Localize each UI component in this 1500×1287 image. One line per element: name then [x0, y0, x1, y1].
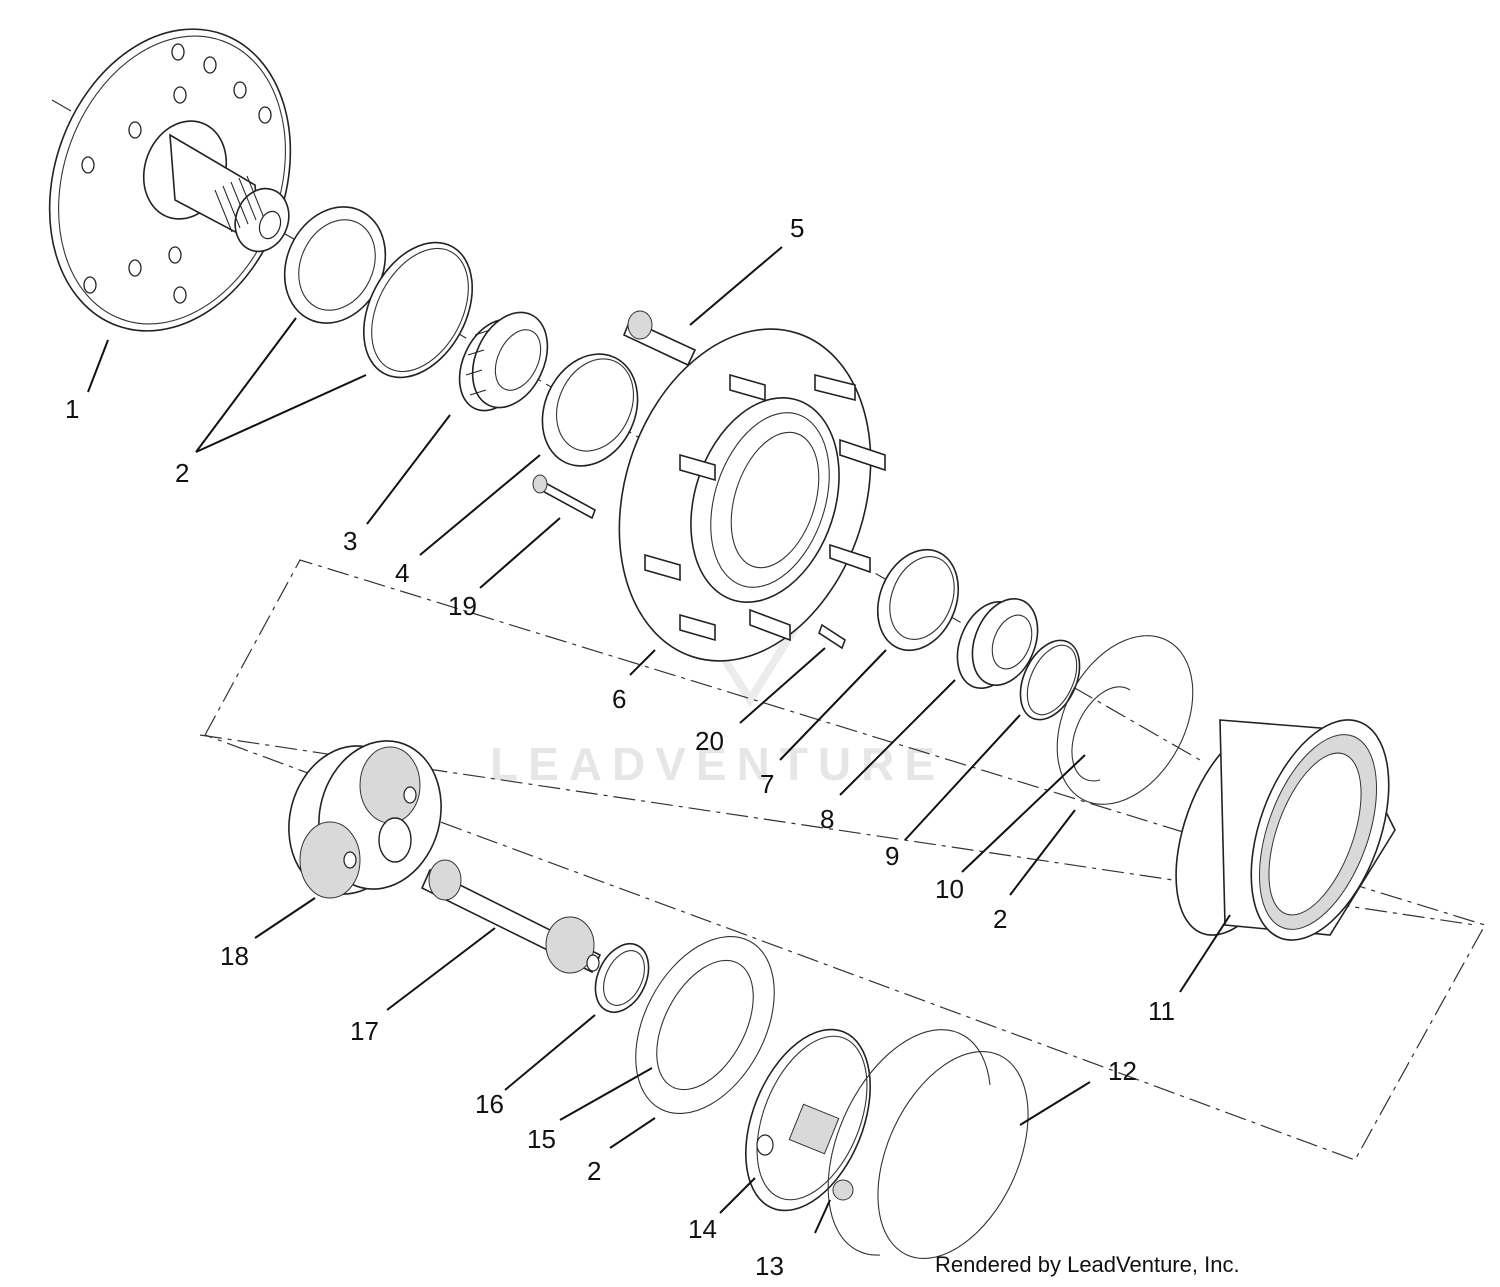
- callout-4: 4: [395, 558, 409, 588]
- part-15-spacer: [635, 935, 775, 1115]
- callout-2-upper: 2: [175, 458, 189, 488]
- callout-15: 15: [527, 1124, 556, 1154]
- part-8-bearing-cone: [956, 597, 1039, 690]
- callout-8: 8: [820, 804, 834, 834]
- part-11-ring-gear: [1175, 719, 1396, 941]
- callout-2-lower: 2: [587, 1156, 601, 1186]
- credit-text: Rendered by LeadVenture, Inc.: [935, 1252, 1240, 1277]
- part-2-ring-lower: [877, 1051, 1029, 1259]
- callout-14: 14: [688, 1214, 717, 1244]
- callout-13: 13: [755, 1251, 784, 1281]
- callout-16: 16: [475, 1089, 504, 1119]
- callout-6: 6: [612, 684, 626, 714]
- part-9-snap-ring: [1019, 639, 1081, 721]
- watermark-text: LEADVENTURE: [490, 738, 945, 790]
- part-17-sun-shaft: [420, 859, 602, 974]
- callout-2-middle: 2: [993, 904, 1007, 934]
- callout-5: 5: [790, 213, 804, 243]
- part-18-planet-carrier: [288, 740, 442, 899]
- part-6-hub: [618, 328, 886, 662]
- part-12-large-ring: [827, 1029, 991, 1256]
- callouts: 1 2 3 4 5 6 7 8 9 10 2 11 12 13 14 2 15 …: [65, 213, 1175, 1281]
- part-3-bearing-cone: [458, 311, 549, 412]
- callout-3: 3: [343, 526, 357, 556]
- callout-19: 19: [448, 591, 477, 621]
- part-7-bearing-cup: [876, 548, 960, 652]
- part-2-washer-middle: [1056, 635, 1194, 805]
- callout-9: 9: [885, 841, 899, 871]
- leader-lines: [87, 246, 1231, 1234]
- callout-12: 12: [1108, 1056, 1137, 1086]
- callout-11: 11: [1148, 996, 1175, 1026]
- part-10-retaining-ring: [1071, 686, 1131, 782]
- part-4-bearing-cup: [541, 353, 639, 467]
- callout-18: 18: [220, 941, 249, 971]
- part-14-hub-cap: [745, 1028, 871, 1212]
- part-16-thrust-washer: [594, 943, 650, 1013]
- part-5-stud: [622, 310, 697, 367]
- part-2-ring-upper: [362, 241, 474, 379]
- part-13-plug: [832, 1179, 854, 1201]
- part-19-bolt: [532, 474, 596, 520]
- callout-10: 10: [935, 874, 964, 904]
- part-20-pin: [818, 623, 846, 650]
- callout-7: 7: [760, 769, 774, 799]
- callout-20: 20: [695, 726, 724, 756]
- part-1-spindle-flange: [48, 28, 292, 332]
- callout-1: 1: [65, 394, 79, 424]
- callout-17: 17: [350, 1016, 379, 1046]
